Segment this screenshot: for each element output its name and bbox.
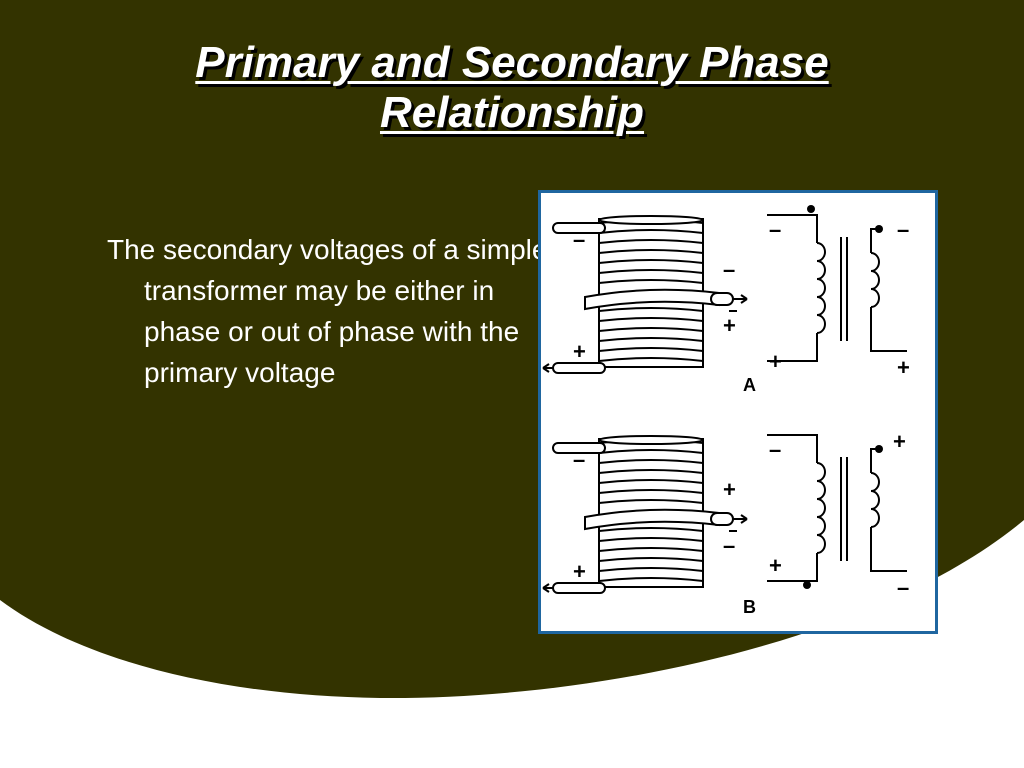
label: +: [573, 559, 586, 584]
polarity-dot: [807, 205, 815, 213]
label: +: [573, 339, 586, 364]
label: –: [897, 217, 909, 242]
polarity-dot: [875, 225, 883, 233]
diagram-svg: – + – + – + – + A – + + – – + + – B: [542, 205, 910, 617]
label: +: [769, 553, 782, 578]
label: +: [897, 355, 910, 380]
label: +: [769, 349, 782, 374]
panel-b: – + + – – + + – B: [542, 429, 909, 617]
transformer-diagram: – + – + – + – + A – + + – – + + – B: [538, 190, 938, 634]
transformer-schematic-b: [766, 434, 908, 582]
panel-a: – + – + – + – + A: [542, 205, 910, 395]
label: –: [897, 575, 909, 600]
polarity-dot: [875, 445, 883, 453]
title-line-1: Primary and Secondary Phase: [195, 38, 829, 87]
label: +: [893, 429, 906, 454]
label: +: [723, 477, 736, 502]
label: –: [573, 447, 585, 472]
label: –: [723, 533, 735, 558]
page-title: Primary and Secondary Phase Relationship: [112, 38, 912, 138]
label: –: [573, 227, 585, 252]
label: +: [723, 313, 736, 338]
polarity-dot: [803, 581, 811, 589]
panel-label-b: B: [743, 597, 756, 617]
transformer-schematic-a: [766, 214, 908, 362]
label: –: [769, 437, 781, 462]
label: –: [723, 257, 735, 282]
label: –: [769, 217, 781, 242]
body-text: The secondary voltages of a simple trans…: [107, 234, 548, 388]
panel-label-a: A: [743, 375, 756, 395]
title-line-2: Relationship: [379, 88, 645, 137]
